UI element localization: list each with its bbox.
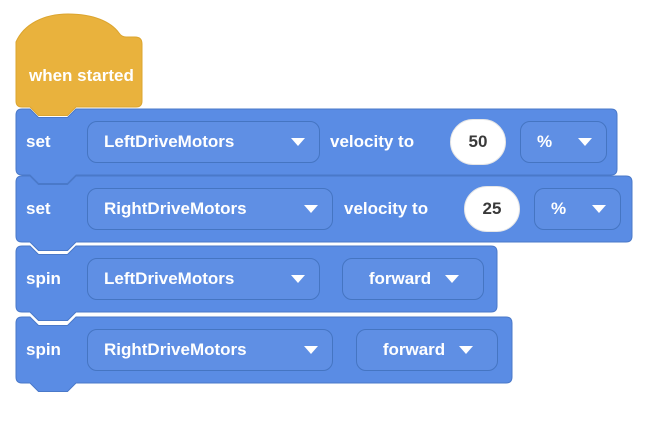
when-started-hat-block[interactable]: when started xyxy=(15,13,143,116)
motor-dropdown[interactable]: RightDriveMotors xyxy=(87,329,333,371)
velocity-value-input[interactable]: 25 xyxy=(464,186,520,232)
motor-dropdown-value: LeftDriveMotors xyxy=(104,132,235,151)
stack-block-shape xyxy=(15,245,498,321)
dropdown-arrow-icon xyxy=(445,275,460,283)
unit-dropdown[interactable]: % xyxy=(520,121,607,163)
keyword-label: set xyxy=(26,132,51,151)
direction-dropdown[interactable]: forward xyxy=(356,329,498,371)
unit-dropdown[interactable]: % xyxy=(534,188,621,230)
motor-dropdown[interactable]: LeftDriveMotors xyxy=(87,258,320,300)
dropdown-arrow-icon xyxy=(459,346,474,354)
direction-dropdown-value: forward xyxy=(382,340,446,359)
dropdown-arrow-icon xyxy=(304,346,318,354)
spin-block-left[interactable]: spin LeftDriveMotors forward xyxy=(15,245,498,321)
when-started-label: when started xyxy=(29,66,134,85)
direction-dropdown[interactable]: forward xyxy=(342,258,484,300)
motor-dropdown-value: RightDriveMotors xyxy=(104,340,247,359)
keyword-label: spin xyxy=(26,340,61,359)
unit-dropdown-value: % xyxy=(551,199,567,218)
set-velocity-block-right[interactable]: set RightDriveMotors velocity to 25 % xyxy=(15,175,633,251)
hat-block-shape xyxy=(15,13,143,116)
motor-dropdown-value: RightDriveMotors xyxy=(104,199,247,218)
keyword-label: spin xyxy=(26,269,61,288)
dropdown-arrow-icon xyxy=(304,205,318,213)
velocity-value-input[interactable]: 50 xyxy=(450,119,506,165)
spin-block-right[interactable]: spin RightDriveMotors forward xyxy=(15,316,513,392)
velocity-to-label: velocity to xyxy=(344,199,429,218)
dropdown-arrow-icon xyxy=(578,138,592,146)
velocity-value: 50 xyxy=(468,132,488,151)
motor-dropdown[interactable]: RightDriveMotors xyxy=(87,188,333,230)
dropdown-arrow-icon xyxy=(291,138,305,146)
motor-dropdown-value: LeftDriveMotors xyxy=(104,269,235,288)
unit-dropdown-value: % xyxy=(537,132,553,151)
dropdown-arrow-icon xyxy=(592,205,606,213)
set-velocity-block-left[interactable]: set LeftDriveMotors velocity to 50 % xyxy=(15,108,618,184)
direction-dropdown-value: forward xyxy=(368,269,432,288)
velocity-value: 25 xyxy=(482,199,502,218)
keyword-label: set xyxy=(26,199,51,218)
motor-dropdown[interactable]: LeftDriveMotors xyxy=(87,121,320,163)
dropdown-arrow-icon xyxy=(291,275,305,283)
velocity-to-label: velocity to xyxy=(330,132,415,151)
stack-block-shape xyxy=(15,316,513,392)
